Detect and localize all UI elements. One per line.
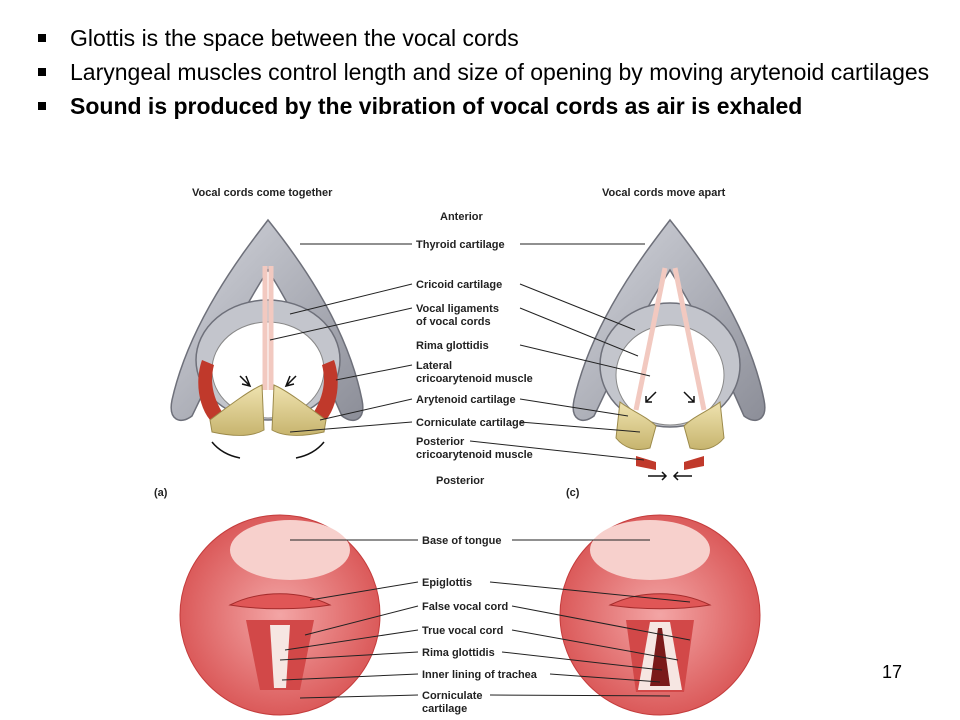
larynx-closed: [170, 218, 364, 459]
tongue-base: [230, 520, 350, 580]
view-open: [559, 514, 761, 716]
thyroid-cartilage: [170, 218, 364, 421]
bottom-label-column: Base of tongue Epiglottis False vocal co…: [422, 535, 538, 715]
posterior-muscle-right: [684, 456, 704, 470]
label-corniculate: Corniculate: [422, 690, 483, 702]
label-rima: Rima glottidis: [422, 647, 495, 659]
tongue-base: [590, 520, 710, 580]
arrow-icon: [648, 471, 668, 481]
lateral-muscle-right: [314, 360, 338, 420]
epiglottis: [608, 593, 712, 610]
vocal-ligament-right: [672, 267, 707, 411]
epiglottis: [228, 593, 332, 610]
label-posterior-2: cricoarytenoid muscle: [416, 449, 533, 461]
bullet-item: Sound is produced by the vibration of vo…: [36, 94, 936, 118]
label-true-cord: True vocal cord: [422, 625, 503, 637]
arytenoid-left: [209, 384, 265, 436]
arytenoid-right: [683, 401, 725, 451]
arrow-icon: [295, 441, 325, 459]
label-posterior: Posterior: [416, 436, 465, 448]
figure-title-right: Vocal cords move apart: [602, 187, 726, 199]
bullet-item: Glottis is the space between the vocal c…: [36, 26, 936, 50]
label-lateral: Lateral: [416, 360, 452, 372]
square-bullet-icon: [38, 102, 46, 110]
label-epiglottis: Epiglottis: [422, 577, 472, 589]
arrow-icon: [645, 391, 657, 403]
bullet-text: Laryngeal muscles control length and siz…: [70, 59, 930, 85]
label-tongue: Base of tongue: [422, 535, 501, 547]
airway-opening: [211, 321, 325, 419]
arrow-icon: [683, 391, 695, 403]
label-false-cord: False vocal cord: [422, 601, 508, 613]
label-rima: Rima glottidis: [416, 340, 489, 352]
label-corniculate: Corniculate cartilage: [416, 417, 525, 429]
posterior-muscle-left: [636, 456, 656, 470]
figure-title-left: Vocal cords come together: [192, 187, 333, 199]
top-label-column: Thyroid cartilage Cricoid cartilage Voca…: [416, 239, 533, 461]
arytenoid-right: [271, 384, 327, 436]
panel-a-label: (a): [154, 487, 168, 499]
bottom-leader-lines: [279, 539, 691, 699]
page-number: 17: [881, 662, 902, 682]
label-vocal-ligaments: Vocal ligaments: [416, 303, 499, 315]
view-closed: [179, 514, 381, 716]
vocal-ligament-left: [633, 267, 668, 411]
square-bullet-icon: [38, 68, 46, 76]
bullet-text: Glottis is the space between the vocal c…: [70, 25, 519, 51]
arrow-icon: [672, 471, 692, 481]
label-vocal-ligaments-2: of vocal cords: [416, 316, 491, 328]
airway-opening: [615, 324, 725, 426]
label-lateral-2: cricoarytenoid muscle: [416, 373, 533, 385]
label-thyroid: Thyroid cartilage: [416, 239, 505, 251]
true-cord: [270, 625, 290, 688]
label-cricoid: Cricoid cartilage: [416, 279, 502, 291]
arrow-icon: [211, 441, 241, 459]
bullet-item: Laryngeal muscles control length and siz…: [36, 60, 936, 84]
laryngoscope-figure: Base of tongue Epiglottis False vocal co…: [179, 514, 761, 716]
arrow-icon: [284, 375, 297, 388]
label-trachea: Inner lining of trachea: [422, 669, 538, 681]
posterior-label: Posterior: [436, 475, 485, 487]
top-leader-lines: [269, 243, 651, 461]
label-corniculate-2: cartilage: [422, 703, 467, 715]
label-arytenoid: Arytenoid cartilage: [416, 394, 516, 406]
lateral-muscle-left: [198, 360, 222, 420]
larynx-cartilage-figure: Vocal cords come together Vocal cords mo…: [154, 187, 766, 499]
arytenoid-left: [615, 401, 657, 451]
arrow-icon: [239, 375, 252, 388]
larynx-open: [572, 218, 766, 481]
bullet-list: Glottis is the space between the vocal c…: [36, 26, 936, 128]
bullet-text: Sound is produced by the vibration of vo…: [70, 93, 803, 119]
anterior-label: Anterior: [440, 211, 484, 223]
square-bullet-icon: [38, 34, 46, 42]
panel-c-label: (c): [566, 487, 580, 499]
